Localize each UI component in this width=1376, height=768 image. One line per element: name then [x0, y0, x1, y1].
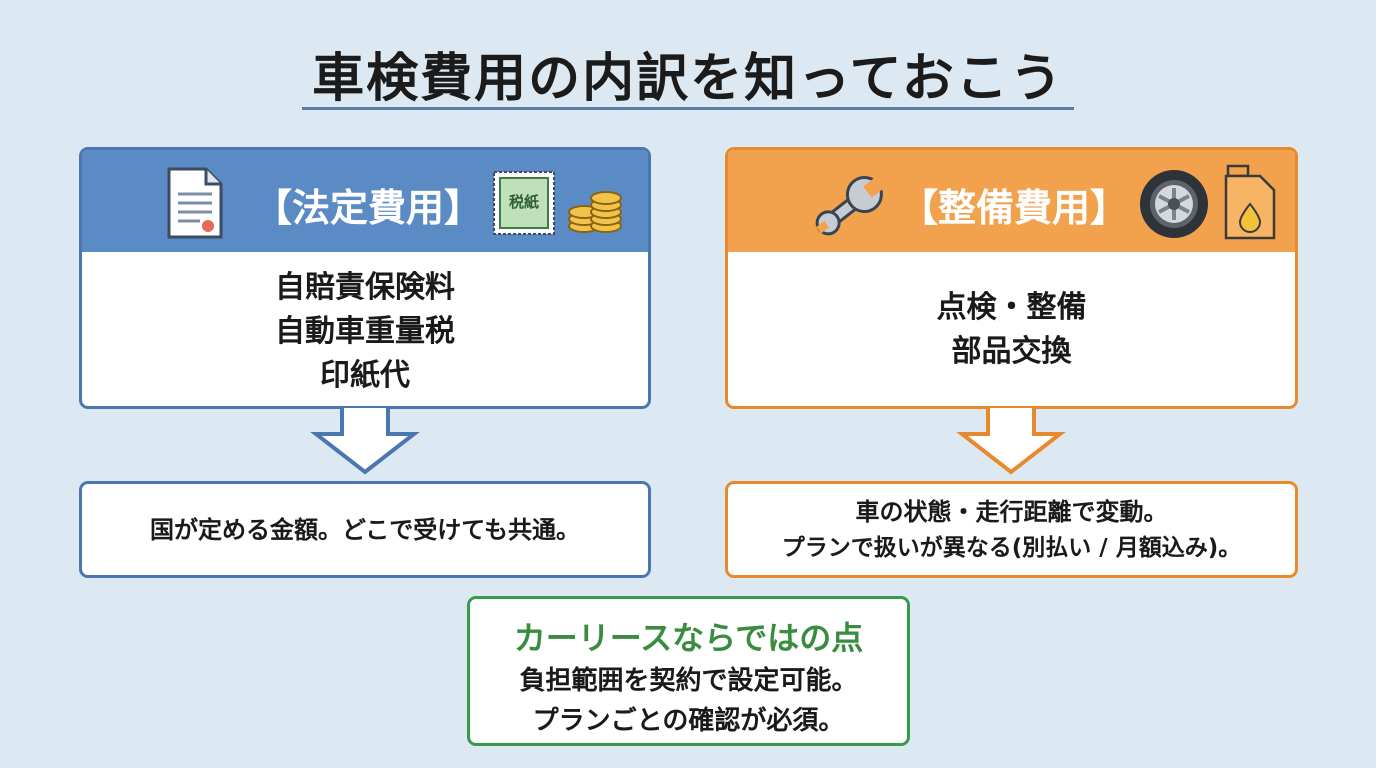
maintenance-cost-item: 部品交換 [951, 334, 1072, 369]
wrench-icon [815, 176, 885, 236]
car-lease-point-box: カーリースならではの点 負担範囲を契約で設定可能。 プランごとの確認が必須。 [467, 596, 910, 746]
coins-icon [568, 191, 622, 233]
legal-cost-card: 【法定費用】 税紙 自賠責保険料 自動車重量税 印紙代 [79, 147, 651, 409]
legal-cost-items: 自賠責保険料 自動車重量税 印紙代 [82, 266, 648, 398]
car-lease-point-title: カーリースならではの点 [513, 619, 864, 657]
tire-icon [1140, 170, 1208, 238]
oil-can-icon [1224, 164, 1276, 240]
maintenance-note-line: プランで扱いが異なる(別払い / 月額込み)。 [781, 535, 1242, 561]
maintenance-cost-note: 車の状態・走行距離で変動。 プランで扱いが異なる(別払い / 月額込み)。 [728, 494, 1295, 566]
page-title: 車検費用の内訳を知っておこう [312, 49, 1064, 109]
legal-cost-item: 印紙代 [320, 358, 410, 393]
maintenance-cost-title: 【整備費用】 [900, 186, 1129, 230]
title-underline [302, 107, 1074, 110]
maintenance-cost-items: 点検・整備 部品交換 [728, 286, 1295, 374]
legal-cost-note: 国が定める金額。どこで受けても共通。 [149, 516, 581, 544]
maintenance-note-line: 車の状態・走行距離で変動。 [855, 498, 1168, 526]
maintenance-cost-header: 【整備費用】 [728, 150, 1295, 252]
document-icon [167, 167, 223, 239]
maintenance-cost-note-box: 車の状態・走行距離で変動。 プランで扱いが異なる(別払い / 月額込み)。 [725, 481, 1298, 578]
car-lease-point-body: 負担範囲を契約で設定可能。 プランごとの確認が必須。 [470, 661, 907, 741]
legal-cost-item: 自動車重量税 [275, 314, 455, 349]
legal-cost-title: 【法定費用】 [254, 186, 483, 230]
legal-cost-note-box: 国が定める金額。どこで受けても共通。 [79, 481, 651, 578]
legal-cost-item: 自賠責保険料 [275, 270, 455, 305]
maintenance-cost-card: 【整備費用】 点検・整備 部品交換 [725, 147, 1298, 409]
car-lease-point-line: プランごとの確認が必須。 [532, 706, 845, 736]
down-arrow-icon [310, 408, 420, 475]
legal-cost-header: 【法定費用】 税紙 [82, 150, 648, 252]
maintenance-cost-item: 点検・整備 [936, 290, 1087, 325]
down-arrow-icon [956, 408, 1066, 475]
revenue-stamp-label: 税紙 [508, 193, 539, 211]
car-lease-point-line: 負担範囲を契約で設定可能。 [519, 666, 858, 696]
revenue-stamp-icon [493, 171, 555, 235]
